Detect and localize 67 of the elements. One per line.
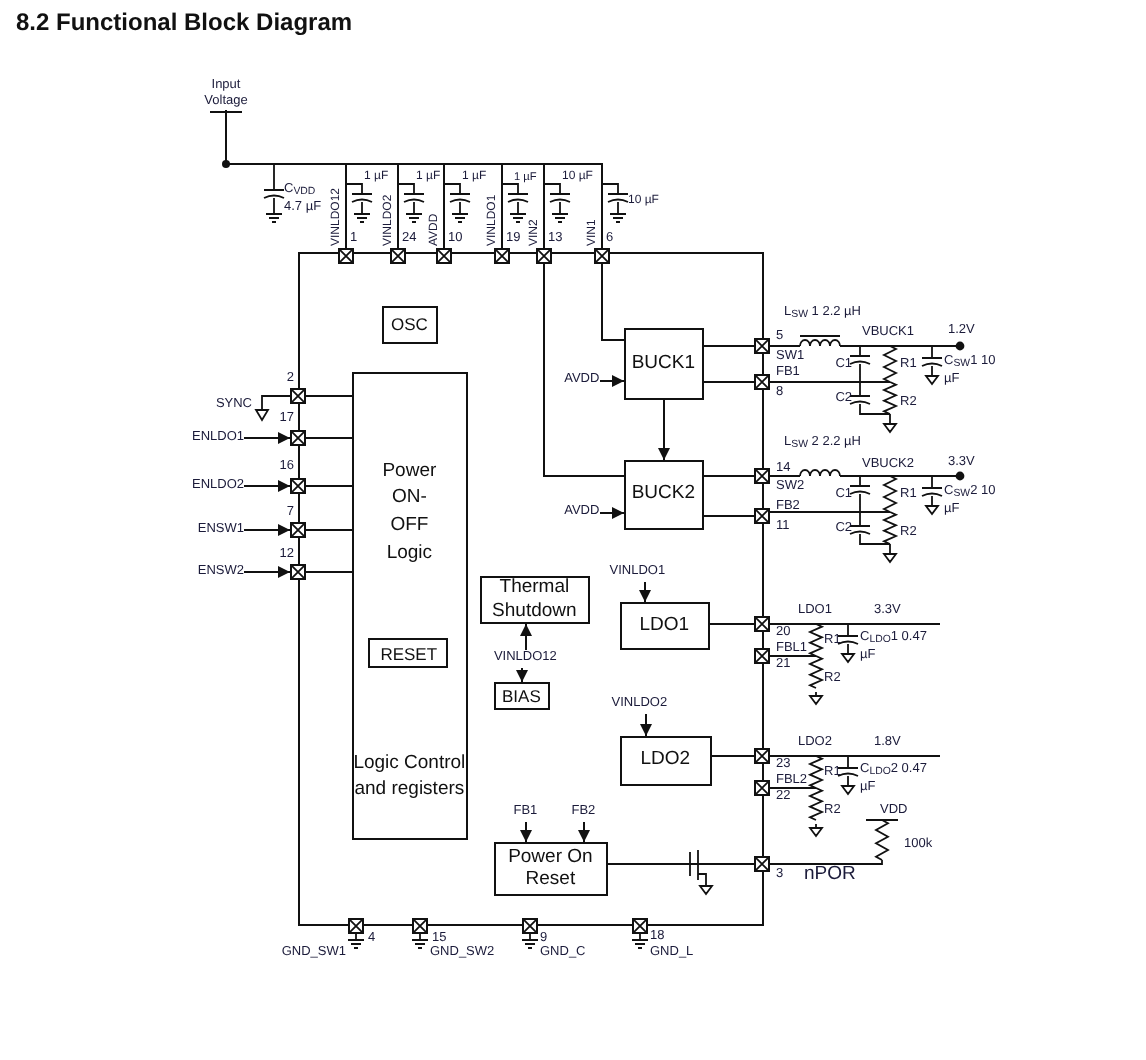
pin-symbol xyxy=(754,468,770,484)
pin-symbol xyxy=(754,508,770,524)
pin-symbol xyxy=(594,248,610,264)
pin-symbol xyxy=(290,478,306,494)
wire xyxy=(703,475,755,477)
pin-symbol xyxy=(754,616,770,632)
wire xyxy=(225,109,603,249)
function-block: Power On Reset xyxy=(493,841,608,896)
wire xyxy=(709,623,755,625)
block-title: Power ON-OFF Logic xyxy=(380,457,439,568)
wire xyxy=(543,263,625,477)
pin-symbol xyxy=(290,388,306,404)
pin-symbol xyxy=(390,248,406,264)
arrow xyxy=(599,375,625,387)
wire xyxy=(711,755,755,757)
function-block: LDO2 xyxy=(619,735,712,786)
arrow xyxy=(243,524,291,536)
arrow xyxy=(243,432,291,444)
arrow xyxy=(640,713,652,737)
pin-symbol xyxy=(536,248,552,264)
pin-symbol xyxy=(754,648,770,664)
chip-outline xyxy=(298,252,764,926)
arrow xyxy=(599,507,625,519)
wire xyxy=(703,381,755,383)
arrow xyxy=(658,399,670,461)
arrow xyxy=(520,821,532,843)
pin-symbol xyxy=(754,780,770,796)
wire xyxy=(305,485,353,487)
function-block: RESET xyxy=(368,638,449,669)
wire xyxy=(703,345,755,347)
arrow xyxy=(639,581,651,603)
function-block: BUCK1 xyxy=(623,327,704,400)
pin-symbol xyxy=(754,374,770,390)
pin-symbol xyxy=(754,856,770,872)
wire xyxy=(305,395,353,397)
pin-symbol xyxy=(436,248,452,264)
pin-symbol xyxy=(290,522,306,538)
pin-symbol xyxy=(632,918,648,934)
function-block: LDO1 xyxy=(619,601,710,650)
pin-symbol xyxy=(290,564,306,580)
wire xyxy=(601,263,625,341)
signal-label: nPOR xyxy=(804,865,856,887)
pin-symbol xyxy=(290,430,306,446)
pin-symbol xyxy=(348,918,364,934)
wire xyxy=(305,437,353,439)
wire xyxy=(607,863,755,865)
arrow xyxy=(578,821,590,843)
function-block: OSC xyxy=(381,305,438,344)
wire xyxy=(305,529,353,531)
block-text: Logic Control and registers xyxy=(353,749,466,805)
pin-symbol xyxy=(754,338,770,354)
pin-symbol xyxy=(494,248,510,264)
pin-symbol xyxy=(412,918,428,934)
diagram-title: 8.2 Functional Block Diagram xyxy=(16,8,353,36)
pin-symbol xyxy=(338,248,354,264)
pin-symbol xyxy=(522,918,538,934)
logic-block xyxy=(351,371,468,840)
wire xyxy=(703,515,755,517)
arrow xyxy=(520,623,532,651)
function-block: Thermal Shutdown xyxy=(479,575,590,624)
function-block: BIAS xyxy=(493,681,550,710)
arrow xyxy=(243,480,291,492)
function-block: BUCK2 xyxy=(623,459,704,530)
pin-symbol xyxy=(754,748,770,764)
arrow xyxy=(516,667,528,683)
wire xyxy=(305,571,353,573)
arrow xyxy=(243,566,291,578)
